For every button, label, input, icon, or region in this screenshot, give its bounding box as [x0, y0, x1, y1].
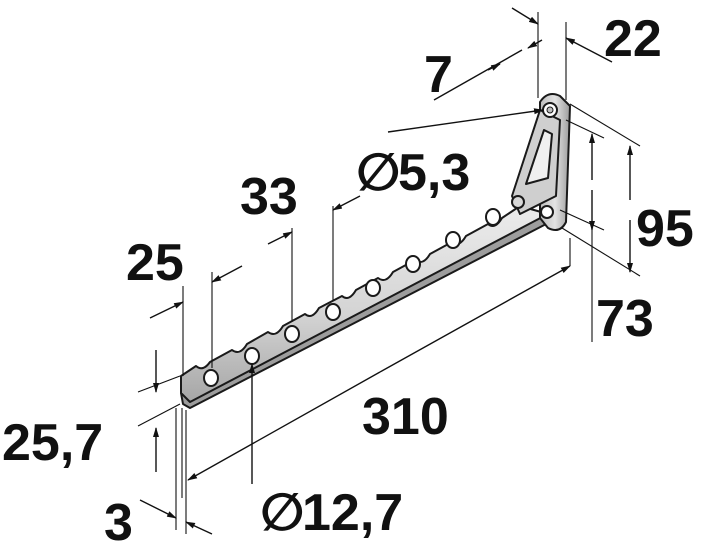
arm-hole-5: [365, 279, 381, 297]
arm-hole-7: [445, 231, 461, 249]
label-25: 25: [126, 234, 184, 292]
arm-holes: [203, 208, 501, 387]
label-33: 33: [240, 168, 298, 226]
arm-hole-6: [405, 255, 421, 273]
label-310: 310: [362, 388, 449, 446]
dim-25-7: [137, 350, 181, 472]
label-22: 22: [604, 10, 662, 68]
arm-hole-2: [244, 347, 260, 365]
label-25-7: 25,7: [2, 414, 103, 472]
label-95: 95: [636, 200, 694, 258]
pivot-rivet: [511, 195, 525, 209]
arm-hole-3: [284, 325, 300, 343]
label-7: 7: [424, 46, 453, 104]
dim-33: [267, 195, 361, 322]
label-12-7: 12,7: [302, 484, 403, 542]
dim-3: [139, 408, 213, 535]
label-5-3: 5,3: [398, 144, 470, 202]
label-73: 73: [596, 290, 654, 348]
label-3: 3: [104, 494, 133, 551]
dim-22-7: [433, 7, 613, 101]
bracket-arm: [180, 205, 551, 409]
dim-25: [149, 265, 243, 376]
diameter-symbol-12-7: ∅: [260, 484, 305, 542]
wall-plate: [511, 93, 571, 231]
arm-hole-1: [203, 369, 219, 387]
leader-hole-5-3: [387, 108, 544, 133]
dim-95-73: [559, 103, 641, 342]
bottom-mount-hole: [540, 205, 554, 219]
dim-310: [181, 238, 571, 498]
arm-hole-4: [325, 303, 341, 321]
diameter-symbol-5-3: ∅: [356, 144, 401, 202]
arm-hole-8: [485, 208, 501, 226]
